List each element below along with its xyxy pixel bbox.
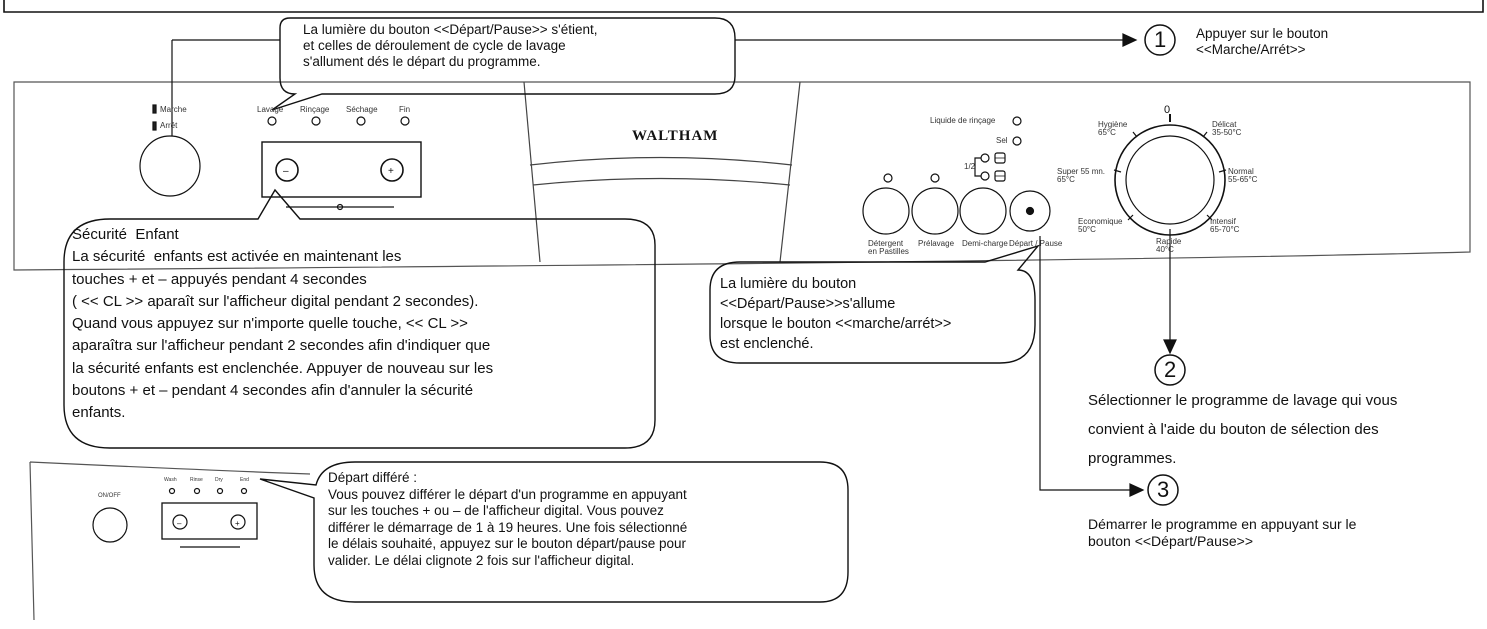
callout-top-text: La lumière du bouton <<Départ/Pause>> s'… xyxy=(303,22,598,70)
dial-zero: 0 xyxy=(1164,104,1171,116)
label-half-load: 1/2 xyxy=(964,162,976,171)
half-load-bracket xyxy=(974,157,981,177)
step-3-circle xyxy=(1147,474,1179,506)
led-sechage xyxy=(356,116,366,126)
depart-pause-light xyxy=(1025,206,1035,216)
led-lavage xyxy=(267,116,277,126)
led-half-2 xyxy=(980,171,990,181)
dial-tick-eco xyxy=(1127,214,1134,221)
label-liquide-rincage: Liquide de rinçage xyxy=(930,116,996,125)
callout-top-bubble xyxy=(271,17,736,111)
callout-delay-bubble xyxy=(259,461,849,603)
callout-start-light-text: La lumière du bouton <<Départ/Pause>>s'a… xyxy=(720,276,952,352)
minus-label: – xyxy=(283,166,289,177)
small-led-2 xyxy=(193,487,201,495)
label-detergent: Détergent en Pastilles xyxy=(868,239,909,256)
program-intensif: Intensif 65-70°C xyxy=(1210,217,1240,234)
depart-pause-button[interactable] xyxy=(1009,190,1051,232)
led-detergent xyxy=(883,173,893,183)
panel-handle xyxy=(523,81,801,263)
arrow-step-3 xyxy=(1039,236,1130,491)
led-rincage xyxy=(311,116,321,126)
led-fin xyxy=(400,116,410,126)
step-1-text: Appuyer sur le bouton <<Marche/Arrét>> xyxy=(1196,26,1329,58)
label-demi-charge: Demi-charge xyxy=(962,239,1008,248)
program-normal: Normal 55-65°C xyxy=(1228,167,1258,184)
label-lavage: Lavage xyxy=(257,105,284,114)
dial-tick-delicat xyxy=(1202,131,1208,138)
dial-tick-hygiene xyxy=(1132,131,1138,138)
display-scale-dot xyxy=(336,203,344,211)
small-led-label-1: Wash xyxy=(164,477,177,483)
step-2-text: Sélectionner le programme de lavage qui … xyxy=(1088,392,1398,467)
callout-child-lock-bubble xyxy=(63,188,656,449)
brand-logo: WALTHAM xyxy=(632,128,719,144)
label-arret: Arrêt xyxy=(160,121,178,130)
label-marche: Marche xyxy=(160,105,187,114)
led-liquide-rincage xyxy=(1012,116,1022,126)
program-hygiene: Hygiène 65°C xyxy=(1098,120,1128,137)
program-dial-outer xyxy=(1114,124,1226,236)
control-panel-outline xyxy=(13,81,1471,271)
led-sel xyxy=(1012,136,1022,146)
small-power-knob[interactable] xyxy=(92,507,128,543)
dial-tick-intensif xyxy=(1206,214,1213,221)
step-2-circle xyxy=(1154,354,1186,386)
dial-tick-normal xyxy=(1218,169,1227,173)
label-fin: Fin xyxy=(399,105,411,114)
label-depart-pause: Départ / Pause xyxy=(1009,239,1063,248)
dial-tick-super xyxy=(1113,169,1122,173)
small-led-label-2: Rinse xyxy=(190,477,203,483)
power-knob[interactable] xyxy=(139,135,201,197)
program-eco: Economique 50°C xyxy=(1078,217,1123,234)
arrow-head-3 xyxy=(1129,483,1145,497)
small-knob-label: ON/OFF xyxy=(98,493,121,499)
arrow-head-2 xyxy=(1163,339,1177,355)
program-delicat: Délicat 35-50°C xyxy=(1212,120,1242,137)
connector-power xyxy=(171,39,280,136)
step-3-text: Démarrer le programme en appuyant sur le… xyxy=(1088,516,1357,549)
child-lock-title: Sécurité Enfant xyxy=(72,226,179,243)
plus-label: + xyxy=(388,166,394,177)
small-display xyxy=(161,502,258,540)
small-panel-outline xyxy=(29,461,311,621)
label-sel: Sel xyxy=(996,136,1008,145)
arrow-head-1 xyxy=(1122,33,1138,47)
small-led-label-4: End xyxy=(240,477,249,483)
demi-charge-button[interactable] xyxy=(959,187,1007,235)
label-sechage: Séchage xyxy=(346,105,378,114)
minus-button[interactable] xyxy=(275,158,299,182)
callout-start-light-bubble xyxy=(709,244,1041,364)
label-rincage: Rinçage xyxy=(300,105,330,114)
callout-child-lock-text: Sécurité Enfant La sécurité enfants est … xyxy=(72,226,494,422)
small-minus-button[interactable] xyxy=(172,514,188,530)
led-half-1 xyxy=(980,153,990,163)
step-3-number: 3 xyxy=(1157,477,1170,502)
power-indicator-arret xyxy=(152,121,157,131)
digital-display xyxy=(261,141,422,198)
label-prelavage: Prélavage xyxy=(918,239,955,248)
small-plus-button[interactable] xyxy=(230,514,246,530)
top-frame xyxy=(3,0,1484,13)
step-2-number: 2 xyxy=(1164,357,1177,382)
plus-button[interactable] xyxy=(380,158,404,182)
small-led-1 xyxy=(168,487,176,495)
program-super: Super 55 mn. 65°C xyxy=(1057,167,1106,184)
small-minus-label: – xyxy=(177,519,182,528)
program-rapide: Rapide 40°C xyxy=(1156,237,1182,254)
callout-delay-text: Départ différé : Vous pouvez différer le… xyxy=(328,470,688,568)
delay-title: Départ différé : xyxy=(328,470,418,485)
small-led-label-3: Dry xyxy=(215,477,223,483)
prelavage-button[interactable] xyxy=(911,187,959,235)
step-1-number: 1 xyxy=(1154,27,1167,52)
small-led-4 xyxy=(240,487,248,495)
small-led-3 xyxy=(216,487,224,495)
power-indicator-marche xyxy=(152,104,157,114)
led-prelavage xyxy=(930,173,940,183)
program-dial-inner[interactable] xyxy=(1125,135,1215,225)
small-plus-label: + xyxy=(235,519,240,528)
step-1-circle xyxy=(1144,24,1176,56)
detergent-button[interactable] xyxy=(862,187,910,235)
